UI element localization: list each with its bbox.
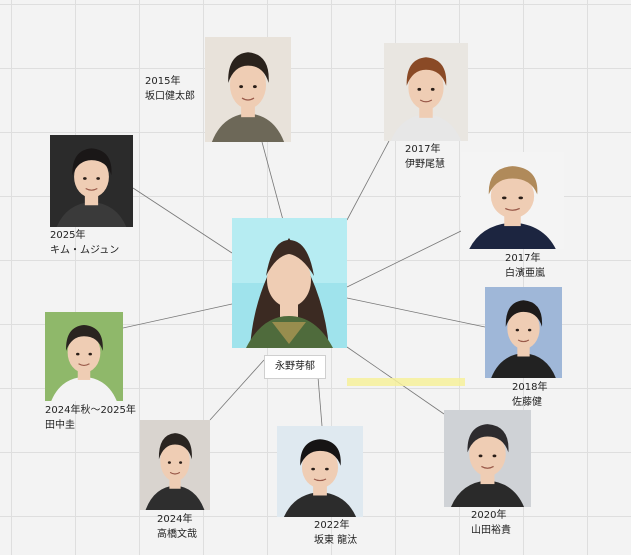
portrait-photo-icon [140,420,210,510]
edge-takahashi [209,359,265,421]
name-sato: 佐藤健 [512,397,542,408]
photo-tanaka [45,312,123,401]
label-ino: 2017年 伊野尾慧 [405,142,445,172]
label-sato: 2018年 佐藤健 [512,380,547,410]
year-yamada: 2020年 [471,510,507,521]
portrait-photo-icon [232,218,347,348]
highlight-mark [347,378,465,386]
center-photo [232,218,347,348]
portrait-photo-icon [205,37,291,142]
name-takahashi: 高橋文哉 [157,529,197,540]
label-shirahama: 2017年 白濱亜嵐 [505,251,545,281]
edge-tanaka [122,303,233,329]
label-sakaguchi: 2015年 坂口健太郎 [145,74,195,104]
name-tanaka: 田中圭 [45,420,75,431]
year-bando: 2022年 [314,520,350,531]
photo-sato [485,287,562,378]
edge-sakaguchi [261,141,284,221]
photo-bando [277,426,363,517]
edge-bando [317,376,323,427]
photo-kim [50,135,133,227]
name-sakaguchi: 坂口健太郎 [145,91,195,102]
edge-shirahama [346,230,462,288]
year-tanaka: 2024年秋～2025年 [45,405,136,416]
name-shirahama: 白濱亜嵐 [505,268,545,279]
edge-ino [346,140,390,221]
name-yamada: 山田裕貴 [471,525,511,536]
portrait-photo-icon [50,135,133,227]
portrait-photo-icon [444,410,531,507]
year-sato: 2018年 [512,382,548,393]
name-kim: キム・ムジュン [50,245,120,256]
portrait-photo-icon [461,152,564,249]
label-kim: 2025年 キム・ムジュン [50,228,119,258]
photo-sakaguchi [205,37,291,142]
label-bando: 2022年 坂東 龍汰 [314,518,357,548]
label-takahashi: 2024年 高橋文哉 [157,512,197,542]
name-ino: 伊野尾慧 [405,159,445,170]
photo-takahashi [140,420,210,510]
label-tanaka: 2024年秋～2025年 田中圭 [45,403,136,433]
year-kim: 2025年 [50,230,86,241]
year-sakaguchi: 2015年 [145,76,181,87]
label-yamada: 2020年 山田裕貴 [471,508,511,538]
year-shirahama: 2017年 [505,253,541,264]
portrait-photo-icon [485,287,562,378]
center-name-label: 永野芽郁 [264,355,326,379]
year-takahashi: 2024年 [157,514,193,525]
photo-ino [384,43,468,141]
name-bando: 坂東 龍汰 [314,535,358,546]
photo-yamada [444,410,531,507]
portrait-photo-icon [45,312,123,401]
portrait-photo-icon [277,426,363,517]
edge-kim [132,187,233,254]
year-ino: 2017年 [405,144,441,155]
photo-shirahama [461,152,564,249]
portrait-photo-icon [384,43,468,141]
edge-sato [346,297,486,328]
